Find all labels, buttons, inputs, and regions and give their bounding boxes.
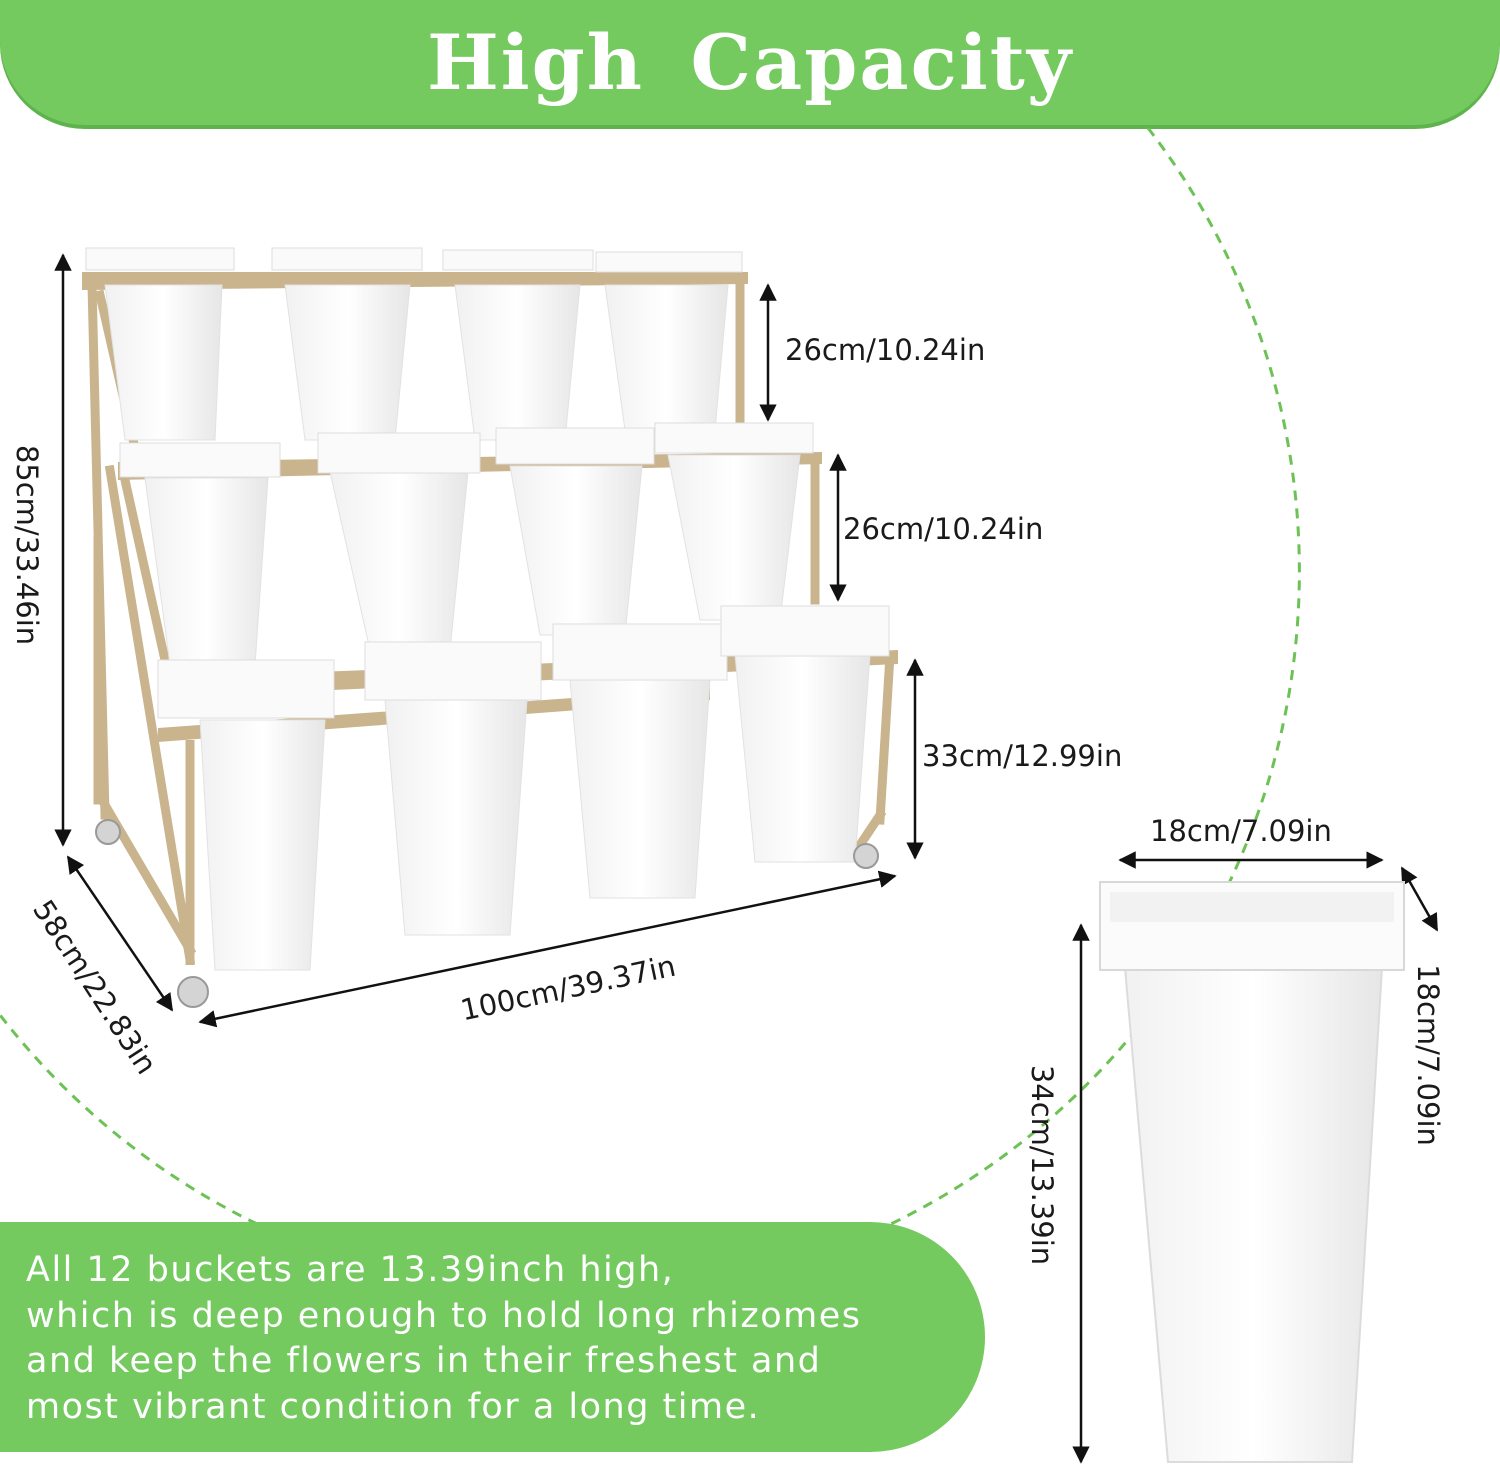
header-banner <box>0 0 1500 125</box>
info-line: All 12 buckets are 13.39inch high, <box>26 1250 675 1290</box>
single-bucket-detail <box>1099 881 1405 1463</box>
top-tier-buckets <box>85 247 743 441</box>
total-height-label: 85cm/33.46in <box>10 444 44 646</box>
info-line: which is deep enough to hold long rhizom… <box>26 1295 862 1336</box>
bottom-tier-buckets <box>157 605 890 971</box>
bucket-top-depth-label: 18cm/7.09in <box>1411 964 1445 1146</box>
tier-middle-height-label: 26cm/10.24in <box>843 512 1044 546</box>
bucket-height-label: 34cm/13.39in <box>1025 1064 1059 1266</box>
middle-tier-buckets <box>119 422 814 666</box>
bucket-top-width-label: 18cm/7.09in <box>1150 814 1332 848</box>
tier-top-height-label: 26cm/10.24in <box>785 333 986 367</box>
tier-bottom-height-label: 33cm/12.99in <box>922 739 1123 773</box>
info-text: All 12 buckets are 13.39inch high, which… <box>26 1248 966 1430</box>
info-line: most vibrant condition for a long time. <box>26 1386 761 1427</box>
page-title: High Capacity <box>426 18 1074 107</box>
dimension-arrows <box>54 253 1439 1464</box>
info-line: and keep the flowers in their freshest a… <box>26 1341 822 1381</box>
info-box <box>0 1222 985 1452</box>
